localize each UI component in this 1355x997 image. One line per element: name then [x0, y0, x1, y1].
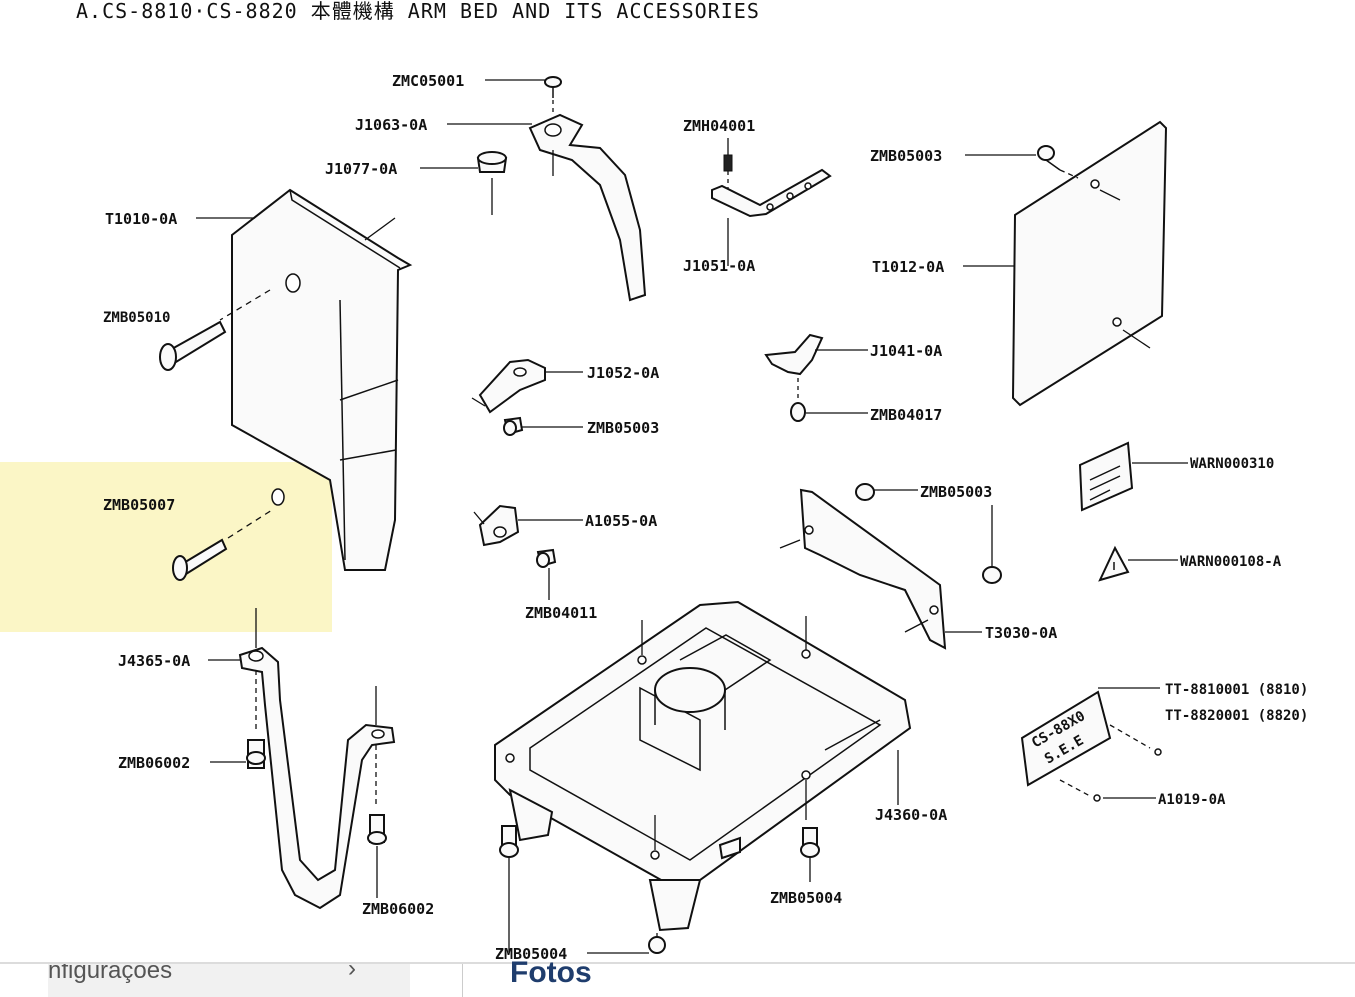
label-zmb05003-right: ZMB05003: [920, 483, 992, 501]
screw-zmb05004-right: [800, 827, 820, 882]
clip-a1055: [473, 504, 520, 547]
screw-zmb04011: [536, 548, 557, 568]
cover-t1010: [219, 188, 413, 571]
label-zmb05010: ZMB05010: [103, 310, 170, 326]
nameplate-tt: CS-88X0 S.E.E: [1020, 690, 1162, 802]
screw-zmb05003-mid: [503, 416, 524, 436]
clip-j1052: [471, 358, 546, 414]
warning-label-warn000108: [1098, 545, 1130, 582]
label-a1055: A1055-0A: [585, 512, 657, 530]
label-j1041: J1041-0A: [870, 342, 942, 360]
label-warn000108: WARN000108-A: [1180, 554, 1282, 570]
screw-zmb05004-bottom: [499, 825, 666, 954]
label-j4365: J4365-0A: [118, 652, 190, 670]
label-tt8810: TT-8810001 (8810): [1165, 682, 1308, 698]
label-zmb05007: ZMB05007: [103, 496, 175, 514]
label-j1063: J1063-0A: [355, 116, 427, 134]
label-zmb06002-bottom: ZMB06002: [362, 900, 434, 918]
label-tt8820: TT-8820001 (8820): [1165, 708, 1308, 724]
label-t1010: T1010-0A: [105, 210, 177, 228]
label-j1077: J1077-0A: [325, 160, 397, 178]
label-zmh04001: ZMH04001: [683, 117, 755, 135]
label-zmb05003-mid: ZMB05003: [587, 419, 659, 437]
label-zmb06002-left: ZMB06002: [118, 754, 190, 772]
plate-t3030: [779, 488, 947, 650]
label-leaders: [196, 79, 1188, 954]
screw-zmb06002-bottom: [367, 814, 387, 898]
hook-j1041: [764, 333, 824, 398]
settings-nav-item[interactable]: nfigurações ›: [48, 964, 410, 997]
screw-zmb05007: [172, 509, 273, 581]
label-zmb04017: ZMB04017: [870, 406, 942, 424]
label-t3030: T3030-0A: [985, 624, 1057, 642]
label-j1052: J1052-0A: [587, 364, 659, 382]
photos-section-heading: Fotos: [510, 956, 592, 989]
plate-t1012: [1011, 120, 1168, 407]
label-warn000310: WARN000310: [1190, 456, 1274, 472]
page-footer-strip: nfigurações › Fotos: [0, 956, 1355, 997]
screw-zmb05010: [159, 320, 227, 371]
chevron-right-icon: ›: [348, 964, 356, 982]
label-zmb05004-bottom: ZMB05004: [495, 945, 567, 963]
label-zmc05001: ZMC05001: [392, 72, 464, 90]
label-zmb04011: ZMB04011: [525, 604, 597, 622]
screw-zmb05003-right: [855, 483, 1002, 584]
label-j4360: J4360-0A: [875, 806, 947, 824]
label-t1012: T1012-0A: [872, 258, 944, 276]
bracket-j4365: [238, 608, 396, 910]
footer-divider: [462, 964, 463, 997]
arm-j1063: [528, 113, 647, 302]
label-a1019: A1019-0A: [1158, 792, 1226, 808]
settings-nav-label: nfigurações: [48, 964, 173, 984]
label-zmb05004-right: ZMB05004: [770, 889, 842, 907]
screw-zmc05001: [544, 76, 562, 112]
bracket-j1051: [711, 138, 832, 218]
label-j1051: J1051-0A: [683, 257, 755, 275]
diagram-title: A.CS-8810·CS-8820 本體機構 ARM BED AND ITS A…: [76, 0, 760, 23]
screw-zmb04017: [790, 402, 806, 422]
cap-j1077: [476, 151, 508, 215]
label-zmb05003-top: ZMB05003: [870, 147, 942, 165]
screw-zmb06002-left: [246, 739, 266, 769]
base-j4360: [494, 600, 912, 932]
warning-label-warn000310: [1078, 441, 1134, 512]
